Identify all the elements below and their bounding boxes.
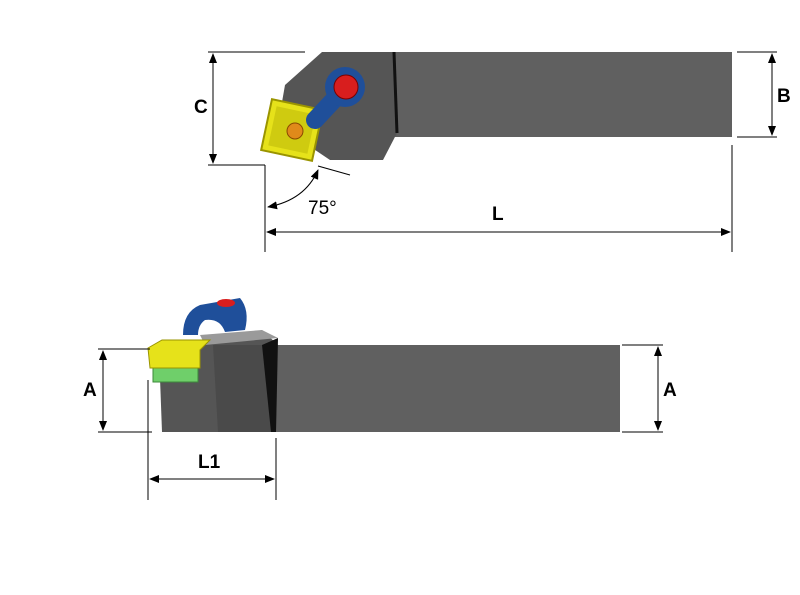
shank-side <box>276 345 620 432</box>
dimension-angle <box>267 165 351 210</box>
dimension-l1 <box>147 380 277 500</box>
label-a-right: A <box>663 380 677 401</box>
label-l1: L1 <box>198 452 221 473</box>
label-a-left: A <box>83 380 97 401</box>
label-angle: 75° <box>308 198 337 219</box>
shim-side <box>152 366 199 383</box>
clamp-screw-side-icon <box>217 299 235 307</box>
insert-side <box>147 339 212 369</box>
top-view <box>259 51 732 163</box>
side-view <box>147 298 620 432</box>
dimension-a-right <box>622 344 663 433</box>
clamp-screw-icon <box>333 74 359 100</box>
insert-screw-icon <box>286 122 304 140</box>
label-c: C <box>194 97 208 118</box>
shank-top <box>395 52 732 137</box>
dimension-l <box>264 145 733 252</box>
dimension-c <box>208 51 305 166</box>
label-b: B <box>777 86 791 107</box>
label-l: L <box>492 204 504 225</box>
clamp-side <box>183 298 247 335</box>
dimension-a-left <box>98 348 152 433</box>
dimension-b <box>737 51 777 138</box>
